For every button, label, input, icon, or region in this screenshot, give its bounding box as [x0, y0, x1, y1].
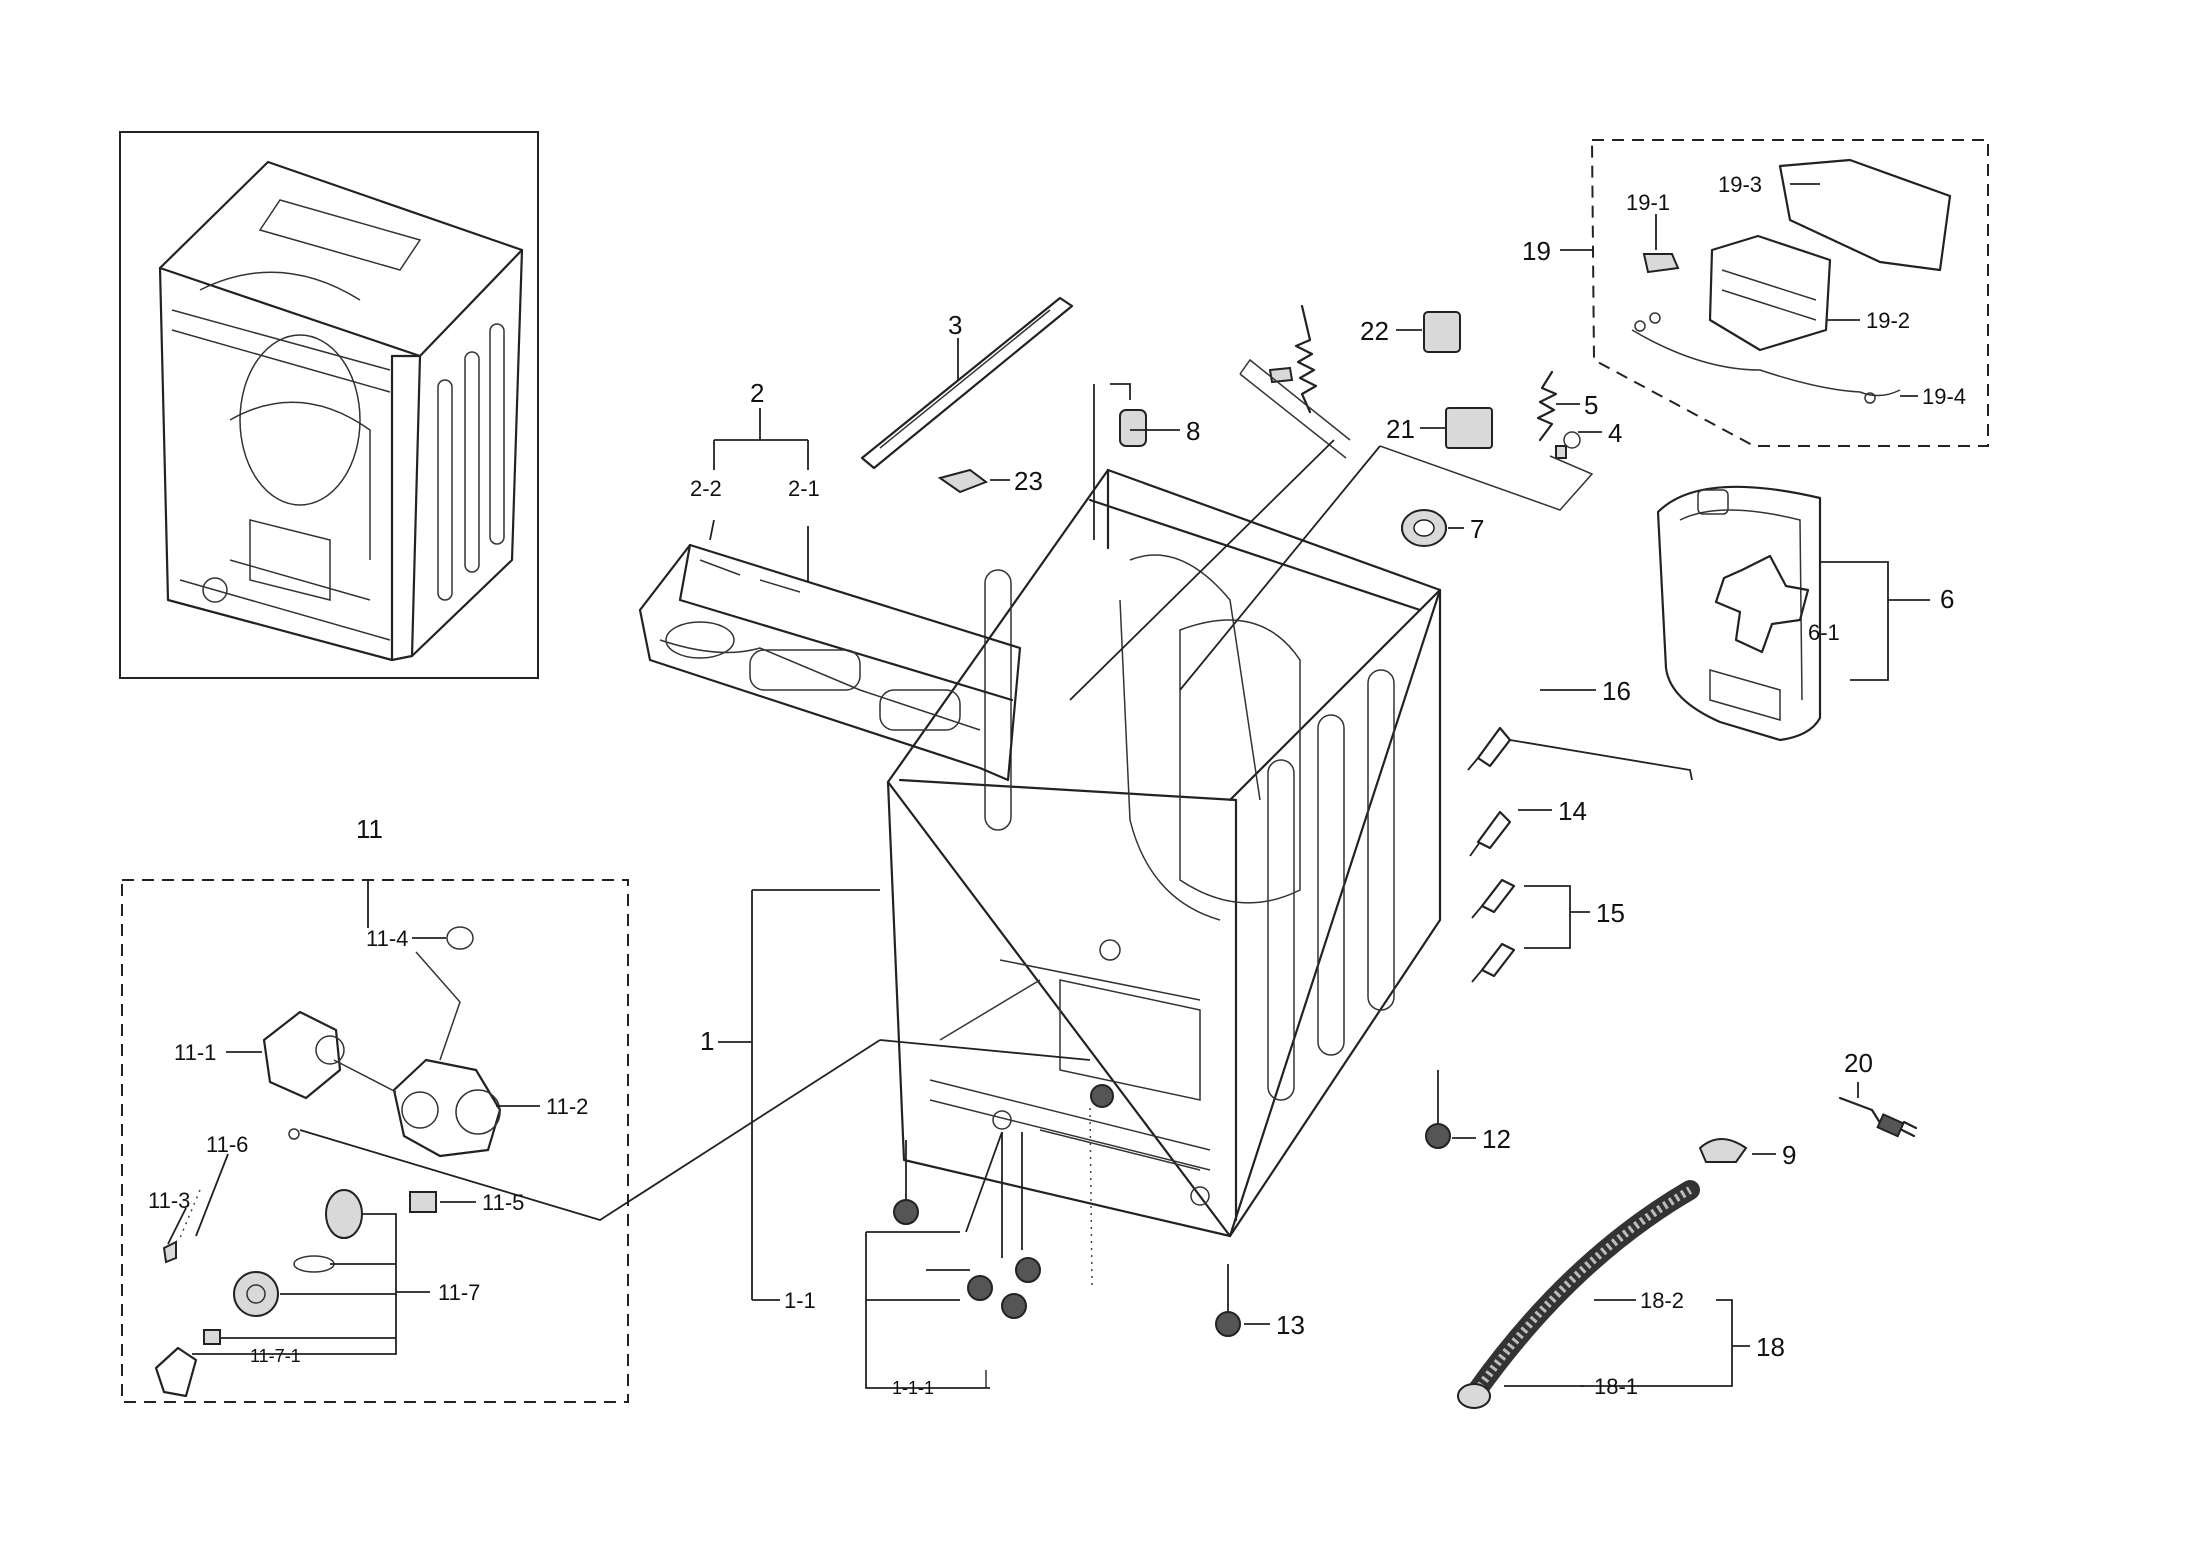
hose-icon [1457, 1180, 1700, 1409]
callout-2: 2 [750, 378, 764, 408]
control-panel-frame [638, 543, 1022, 782]
hose-clip [1698, 1138, 1748, 1163]
callout-1-1-1: 1-1-1 [892, 1378, 934, 1398]
callout-11-3: 11-3 [148, 1188, 190, 1213]
callout-16: 16 [1602, 676, 1631, 706]
callout-15: 15 [1596, 898, 1625, 928]
callout-18: 18 [1756, 1332, 1785, 1362]
small-top-parts [937, 304, 1594, 547]
callout-21: 21 [1386, 414, 1415, 444]
cabinet-assembly [886, 468, 1442, 1289]
callout-9: 9 [1782, 1140, 1796, 1170]
cabinet-feet [893, 1070, 1451, 1388]
power-cord-icon [1838, 1096, 1918, 1138]
callout-8: 8 [1186, 416, 1200, 446]
callout-2-2: 2-2 [690, 476, 722, 501]
callout-2-1: 2-1 [788, 476, 820, 501]
callout-19-3: 19-3 [1718, 172, 1762, 197]
callout-1: 1 [700, 1026, 714, 1056]
callout-13: 13 [1276, 1310, 1305, 1340]
callout-14: 14 [1558, 796, 1587, 826]
callout-7: 7 [1470, 514, 1484, 544]
callout-11-2: 11-2 [546, 1094, 588, 1119]
callout-4: 4 [1608, 418, 1622, 448]
callout-6-1: 6-1 [1808, 620, 1840, 645]
group-19-box [1591, 139, 1989, 447]
callout-22: 22 [1360, 316, 1389, 346]
leveling-foot-icon [1467, 726, 1693, 983]
callout-11-7-1: 11-7-1 [250, 1346, 301, 1366]
callout-11: 11 [356, 814, 383, 844]
spring-icon [1294, 304, 1318, 414]
leader-lines [167, 183, 1930, 1389]
callout-18-1: 18-1 [1594, 1374, 1638, 1399]
callout-labels: 1 1-1 1-1-1 2 2-1 2-2 3 4 5 6 6-1 7 8 9 … [148, 172, 1966, 1399]
rear-cover [1656, 485, 1822, 742]
callout-19: 19 [1522, 236, 1551, 266]
washer-cabinet-assembly-icon [158, 160, 524, 662]
top-brace [860, 296, 1074, 470]
callout-6: 6 [1940, 584, 1954, 614]
callout-11-6: 11-6 [206, 1132, 248, 1157]
callout-11-1: 11-1 [174, 1040, 216, 1065]
control-board-icon [1445, 407, 1493, 449]
callout-19-1: 19-1 [1626, 190, 1670, 215]
callout-5: 5 [1584, 390, 1598, 420]
group-11-box [121, 879, 629, 1403]
callout-20: 20 [1844, 1048, 1873, 1078]
callout-23: 23 [1014, 466, 1043, 496]
callout-3: 3 [948, 310, 962, 340]
drain-pump-assembly-icon [154, 926, 502, 1398]
callout-11-4: 11-4 [366, 926, 408, 951]
inset-assembled-view [119, 131, 539, 679]
callout-11-5: 11-5 [482, 1190, 524, 1215]
callout-1-1: 1-1 [784, 1288, 816, 1313]
callout-19-2: 19-2 [1866, 308, 1910, 333]
callout-12: 12 [1482, 1124, 1511, 1154]
callout-19-4: 19-4 [1922, 384, 1966, 409]
callout-11-7: 11-7 [438, 1280, 480, 1305]
callout-18-2: 18-2 [1640, 1288, 1684, 1313]
